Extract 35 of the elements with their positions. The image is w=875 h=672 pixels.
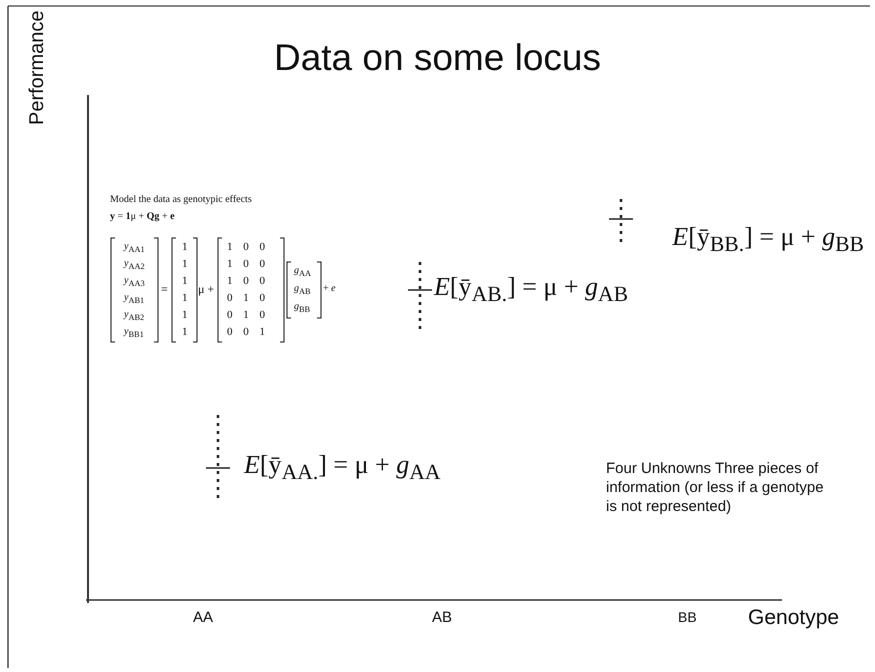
matrix-row: 1 0 0: [227, 241, 265, 254]
equation: E[ȳ$_{AB.}$] = μ + g$_{AB}$: [434, 273, 628, 308]
matrix-entry: 1: [182, 241, 188, 254]
matrix-entry: y$_{AB1}$: [124, 292, 144, 306]
matrix-entry: y$_{BB1}$: [124, 326, 144, 340]
equals-sign: =: [161, 283, 168, 296]
matrix-entry: 1: [182, 258, 188, 270]
tick-label: AA: [193, 610, 214, 626]
matrix-entry: 1: [182, 292, 188, 304]
equation: E[ȳ$_{BB.}$] = μ + g$_{BB}$: [671, 221, 864, 258]
matrix-row: 0 1 0: [227, 292, 265, 304]
matrix-row: 0 0 1: [227, 326, 265, 338]
axis-title: Genotype: [748, 606, 840, 630]
note-text: Four Unknowns Three pieces of information (or less if a genotype is not represented): [606, 459, 825, 516]
operator: μ +: [198, 283, 214, 296]
equation: y = 1μ + Qg + e: [110, 211, 175, 222]
matrix-entry: g$_{AA}$: [294, 265, 312, 278]
matrix-entry: y$_{AA1}$: [124, 241, 145, 254]
matrix-entry: 1: [182, 326, 188, 338]
matrix-row: 0 1 0: [227, 309, 265, 322]
matrix-entry: 1: [182, 309, 188, 322]
axis-title: Performance: [26, 10, 48, 125]
operator: + e: [323, 283, 336, 294]
matrix-row: 1 0 0: [227, 258, 265, 270]
equation: E[ȳ$_{AA.}$] = μ + g$_{AA}$: [244, 451, 440, 486]
tick-label: AB: [432, 610, 452, 626]
matrix-entry: g$_{AB}$: [294, 283, 311, 296]
matrix-entry: y$_{AA3}$: [124, 275, 145, 288]
matrix-entry: g$_{BB}$: [294, 301, 310, 314]
note-text: Model the data as genotypic effects: [110, 194, 252, 205]
matrix-row: 1 0 0: [227, 275, 265, 288]
matrix-entry: y$_{AB2}$: [124, 309, 144, 322]
matrix-entry: y$_{AA2}$: [124, 258, 145, 272]
tick-label: BB: [678, 610, 697, 626]
matrix-entry: 1: [182, 275, 188, 288]
